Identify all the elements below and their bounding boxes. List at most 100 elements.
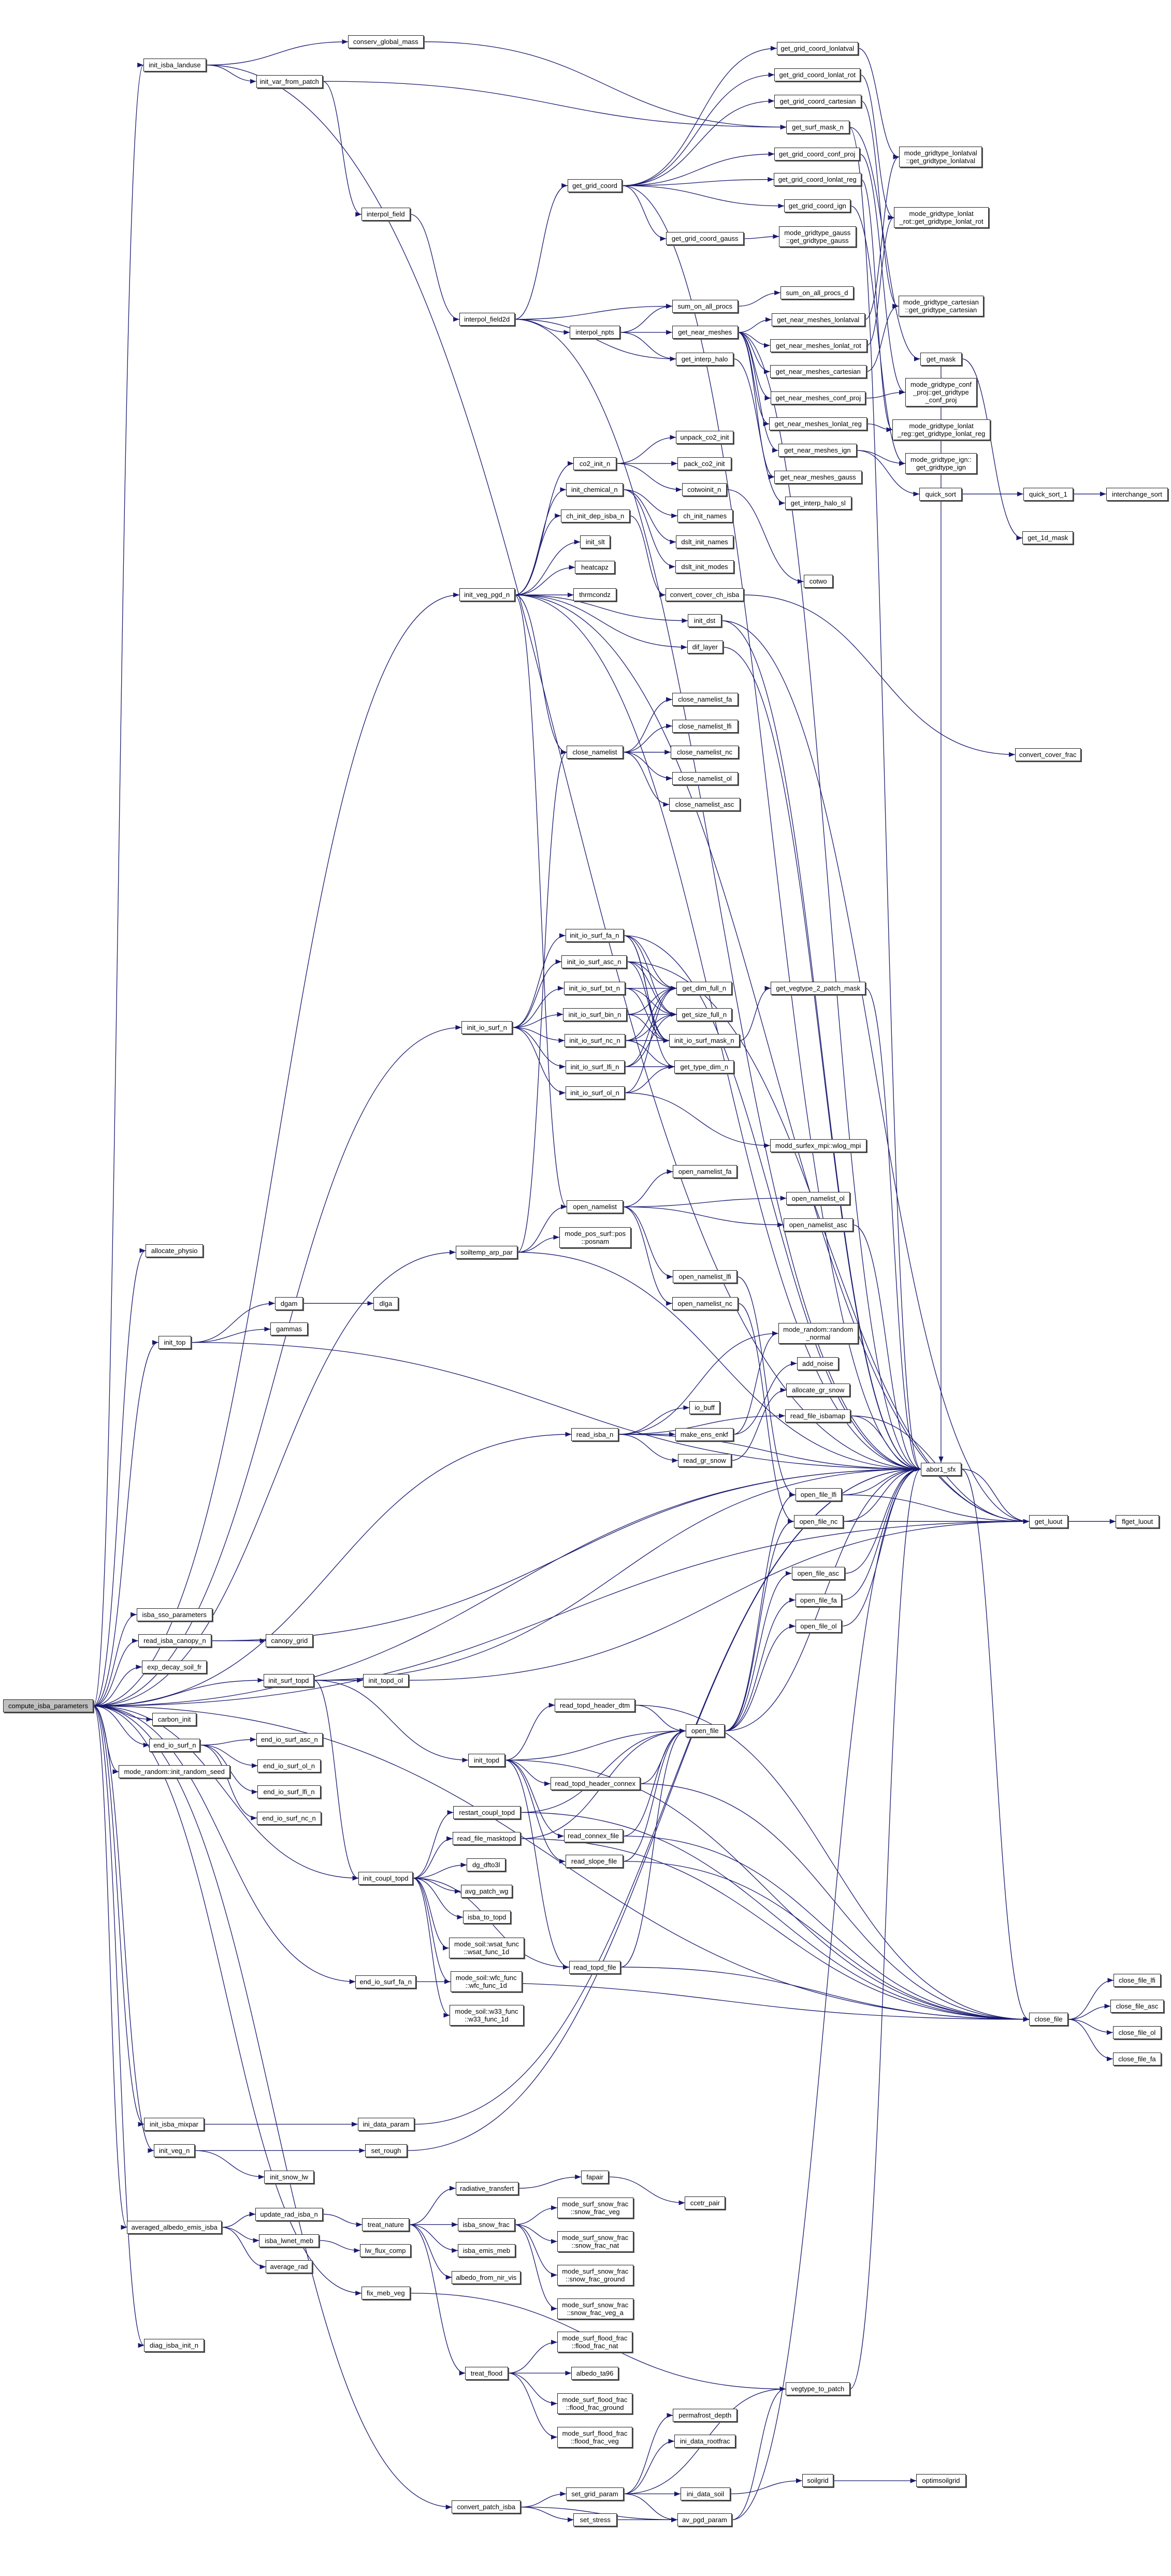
node-gt-gauss[interactable]: mode_gridtype_gauss::get_gridtype_gauss: [779, 226, 856, 247]
node-interpol-field2d[interactable]: interpol_field2d: [459, 313, 515, 326]
node-close-file-fa[interactable]: close_file_fa: [1112, 2052, 1162, 2065]
node-thrmcondz[interactable]: thrmcondz: [573, 588, 616, 602]
node-albedo-from-nir-vis[interactable]: albedo_from_nir_vis: [452, 2271, 521, 2284]
node-wsat[interactable]: mode_soil::wsat_func::wsat_func_1d: [449, 1938, 525, 1959]
node-treat-flood[interactable]: treat_flood: [465, 2366, 508, 2380]
node-set-grid-param[interactable]: set_grid_param: [566, 2487, 624, 2500]
node-isba-snow-frac[interactable]: isba_snow_frac: [457, 2218, 515, 2231]
node-isba-emis-meb[interactable]: isba_emis_meb: [457, 2244, 515, 2257]
node-permafrost-depth[interactable]: permafrost_depth: [673, 2409, 738, 2422]
node-wfc[interactable]: mode_soil::wfc_func::wfc_func_1d: [450, 1971, 522, 1992]
node-isba-lwnet-meb[interactable]: isba_lwnet_meb: [259, 2234, 319, 2247]
node-ini-data-param[interactable]: ini_data_param: [357, 2118, 415, 2131]
node-ccetr-pair[interactable]: ccetr_pair: [685, 2196, 726, 2209]
node-carbon-init[interactable]: carbon_init: [152, 1712, 197, 1726]
node-init-snow-lw[interactable]: init_snow_lw: [264, 2170, 314, 2184]
node-soiltemp-arp-par[interactable]: soiltemp_arp_par: [455, 1246, 518, 1259]
node-treat-nature[interactable]: treat_nature: [362, 2218, 410, 2231]
node-init-io-surf-txt-n[interactable]: init_io_surf_txt_n: [563, 982, 625, 995]
node-init-top[interactable]: init_top: [158, 1336, 192, 1349]
node-abor1-sfx[interactable]: abor1_sfx: [920, 1462, 961, 1476]
node-compute-isba-parameters[interactable]: compute_isba_parameters: [3, 1699, 94, 1713]
node-open-namelist[interactable]: open_namelist: [567, 1200, 623, 1214]
node-get-near-meshes-cartesian[interactable]: get_near_meshes_cartesian: [770, 365, 866, 379]
node-read-topd-header-connex[interactable]: read_topd_header_connex: [550, 1777, 640, 1791]
node-close-namelist-asc[interactable]: close_namelist_asc: [669, 798, 741, 811]
node-update-rad-isba-n[interactable]: update_rad_isba_n: [255, 2207, 323, 2221]
node-flood-frac-nat[interactable]: mode_surf_flood_frac::flood_frac_nat: [557, 2332, 633, 2353]
node-read-connex-file[interactable]: read_connex_file: [563, 1829, 623, 1843]
node-set-rough[interactable]: set_rough: [365, 2144, 407, 2157]
node-open-file-ol[interactable]: open_file_ol: [795, 1620, 842, 1633]
node-open-namelist-nc[interactable]: open_namelist_nc: [672, 1297, 738, 1310]
node-isba-to-topd[interactable]: isba_to_topd: [463, 1911, 511, 1924]
node-init-io-surf-bin-n[interactable]: init_io_surf_bin_n: [563, 1008, 627, 1021]
node-init-io-surf-lfi-n[interactable]: init_io_surf_lfi_n: [565, 1060, 625, 1073]
node-get-grid-coord[interactable]: get_grid_coord: [567, 179, 623, 192]
node-init-coupl-topd[interactable]: init_coupl_topd: [358, 1871, 413, 1885]
node-quick-sort[interactable]: quick_sort: [919, 487, 962, 501]
node-init-dst[interactable]: init_dst: [688, 614, 721, 628]
node-gt-lonlat-reg[interactable]: mode_gridtype_lonlat_reg::get_gridtype_l…: [892, 419, 991, 440]
node-end-io-surf-ol-n[interactable]: end_io_surf_ol_n: [257, 1759, 321, 1772]
node-init-var-from-patch[interactable]: init_var_from_patch: [256, 75, 323, 88]
node-convert-cover-ch-isba[interactable]: convert_cover_ch_isba: [665, 588, 744, 602]
node-read-isba-canopy-n[interactable]: read_isba_canopy_n: [138, 1634, 212, 1648]
node-get-grid-coord-lonlatval[interactable]: get_grid_coord_lonlatval: [776, 41, 858, 55]
node-soilgrid[interactable]: soilgrid: [802, 2474, 834, 2487]
node-init-veg-n[interactable]: init_veg_n: [154, 2144, 195, 2157]
node-open-namelist-fa[interactable]: open_namelist_fa: [673, 1165, 738, 1178]
node-dg-dfto3l[interactable]: dg_dfto3l: [467, 1858, 506, 1872]
node-gt-lonlatval[interactable]: mode_gridtype_lonlatval::get_gridtype_lo…: [899, 147, 982, 168]
node-lw-flux-comp[interactable]: lw_flux_comp: [360, 2244, 411, 2257]
node-dslt-init-modes[interactable]: dslt_init_modes: [675, 560, 734, 573]
node-init-veg-pgd-n[interactable]: init_veg_pgd_n: [459, 588, 515, 602]
node-sum-on-all-procs[interactable]: sum_on_all_procs: [672, 299, 738, 313]
node-init-io-surf-ol-n[interactable]: init_io_surf_ol_n: [565, 1086, 625, 1100]
node-gt-lonlat-rot[interactable]: mode_gridtype_lonlat_rot::get_gridtype_l…: [894, 207, 989, 228]
node-close-namelist-fa[interactable]: close_namelist_fa: [672, 693, 738, 706]
node-get-grid-coord-conf-proj[interactable]: get_grid_coord_conf_proj: [774, 147, 860, 161]
node-canopy-grid[interactable]: canopy_grid: [266, 1634, 313, 1648]
node-sum-on-all-procs-d[interactable]: sum_on_all_procs_d: [780, 286, 854, 299]
node-exp-decay-soil-fr[interactable]: exp_decay_soil_fr: [141, 1660, 207, 1673]
node-dgam[interactable]: dgam: [274, 1297, 303, 1310]
node-get-near-meshes[interactable]: get_near_meshes: [672, 326, 738, 339]
node-init-isba-landuse[interactable]: init_isba_landuse: [143, 59, 206, 72]
node-read-file-masktopd[interactable]: read_file_masktopd: [452, 1832, 521, 1845]
node-end-io-surf-nc-n[interactable]: end_io_surf_nc_n: [257, 1811, 322, 1825]
node-restart-coupl-topd[interactable]: restart_coupl_topd: [453, 1806, 521, 1819]
node-init-io-surf-fa-n[interactable]: init_io_surf_fa_n: [565, 929, 624, 942]
node-average-rad[interactable]: average_rad: [266, 2260, 312, 2274]
node-snow-frac-veg[interactable]: mode_surf_snow_frac::snow_frac_veg: [557, 2197, 633, 2218]
node-conserv-global-mass[interactable]: conserv_global_mass: [348, 35, 424, 49]
node-posnam[interactable]: mode_pos_surf::pos::posnam: [559, 1227, 631, 1248]
node-ch-init-names[interactable]: ch_init_names: [677, 509, 733, 522]
node-init-topd-ol[interactable]: init_topd_ol: [363, 1673, 409, 1687]
node-open-file[interactable]: open_file: [685, 1724, 725, 1738]
node-get-dim-full-n[interactable]: get_dim_full_n: [676, 982, 732, 995]
node-get-near-meshes-lonlat-rot[interactable]: get_near_meshes_lonlat_rot: [770, 339, 868, 352]
node-isba-sso-parameters[interactable]: isba_sso_parameters: [136, 1608, 212, 1621]
node-ch-init-dep-isba-n[interactable]: ch_init_dep_isba_n: [560, 509, 630, 522]
node-add-noise[interactable]: add_noise: [797, 1357, 839, 1370]
node-init-io-surf-asc-n[interactable]: init_io_surf_asc_n: [561, 955, 627, 968]
node-get-luout[interactable]: get_luout: [1029, 1515, 1068, 1528]
node-end-io-surf-fa-n[interactable]: end_io_surf_fa_n: [355, 1975, 416, 1988]
node-radiative-transfert[interactable]: radiative_transfert: [455, 2181, 518, 2195]
node-gammas[interactable]: gammas: [270, 1322, 308, 1336]
node-close-file-lfi[interactable]: close_file_lfi: [1114, 1974, 1161, 1987]
node-open-file-nc[interactable]: open_file_nc: [793, 1515, 844, 1528]
node-get-interp-halo[interactable]: get_interp_halo: [676, 352, 734, 366]
node-read-topd-file[interactable]: read_topd_file: [569, 1960, 621, 1974]
node-end-io-surf-lfi-n[interactable]: end_io_surf_lfi_n: [257, 1785, 321, 1799]
node-read-file-isbamap[interactable]: read_file_isbamap: [785, 1409, 851, 1422]
node-gt-ign[interactable]: mode_gridtype_ign::get_gridtype_ign: [905, 453, 977, 474]
node-get-near-meshes-conf-proj[interactable]: get_near_meshes_conf_proj: [771, 391, 866, 405]
node-close-namelist-lfi[interactable]: close_namelist_lfi: [672, 719, 738, 733]
node-close-file[interactable]: close_file: [1029, 2013, 1068, 2026]
node-flood-frac-veg[interactable]: mode_surf_flood_frac::flood_frac_veg: [557, 2426, 633, 2448]
node-read-topd-header-dtm[interactable]: read_topd_header_dtm: [555, 1698, 635, 1712]
node-optimsoilgrid[interactable]: optimsoilgrid: [916, 2474, 966, 2487]
node-close-namelist-nc[interactable]: close_namelist_nc: [670, 746, 739, 759]
